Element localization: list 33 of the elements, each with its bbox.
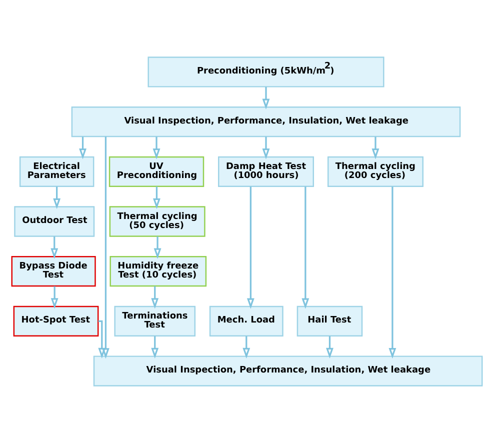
arrow [53,186,61,209]
arrow [326,336,334,358]
node-box: Hail Test [296,305,363,336]
arrow [262,86,270,109]
arrow [50,286,58,308]
node-box: Visual Inspection, Performance, Insulation, Wet leakage [71,106,461,137]
arrow [372,136,380,159]
node-box: UV Preconditioning [108,156,204,186]
arrow [302,186,310,308]
arrow [50,236,58,258]
node-box: Thermal cycling (200 cycles) [327,156,424,186]
arrow [242,336,250,358]
arrow [151,286,159,308]
node-box: Damp Heat Test (1000 hours) [218,156,314,186]
arrow [388,186,396,358]
arrow [102,136,110,358]
arrow [98,320,106,358]
node-box: Outdoor Test [14,206,95,236]
arrow [246,186,254,308]
node-box: Electrical Parameters [19,156,94,186]
arrow [152,186,160,209]
arrow [152,136,160,159]
arrow [79,136,86,159]
arrow [154,236,162,258]
arrow [151,336,159,358]
node-box: Mech. Load [209,305,284,336]
node-box: Visual Inspection, Performance, Insulation, Wet leakage [93,355,483,386]
node-box: Terminations Test [114,305,196,336]
node-box: Thermal cycling (50 cycles) [109,206,206,236]
node-box: Bypass Diode Test [11,256,96,286]
node-box: Humidity freeze Test (10 cycles) [110,256,207,286]
node-box: Hot-Spot Test [13,305,99,336]
arrow [262,136,270,159]
